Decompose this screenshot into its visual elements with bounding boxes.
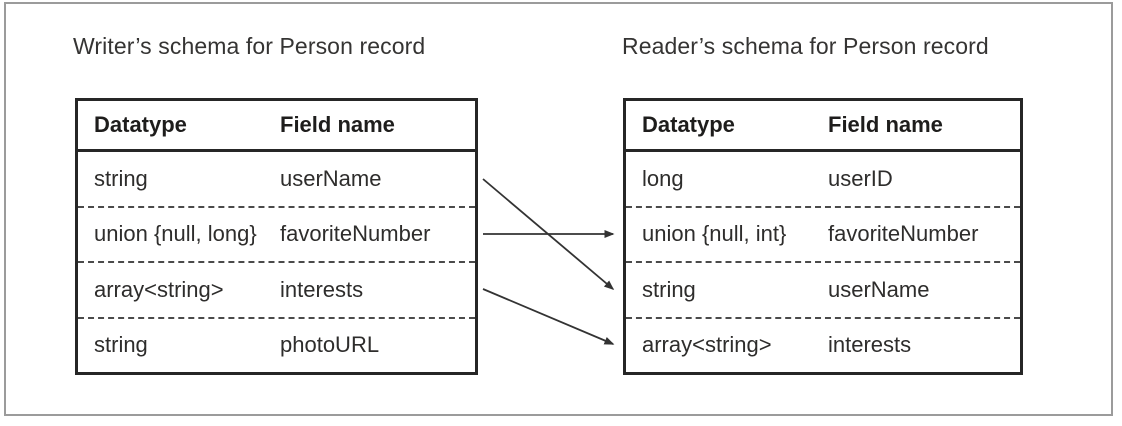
reader-schema-table: Datatype Field name long userID union {n… [623, 98, 1023, 375]
reader-row-favoritenumber: union {null, int} favoriteNumber [626, 208, 1020, 263]
writer-table-header-row: Datatype Field name [78, 101, 475, 152]
writer-schema-table: Datatype Field name string userName unio… [75, 98, 478, 375]
writer-row-interests: array<string> interests [78, 263, 475, 319]
field-name-cell: photoURL [280, 332, 380, 358]
writer-row-favoritenumber: union {null, long} favoriteNumber [78, 208, 475, 263]
writer-row-photourl: string photoURL [78, 319, 475, 373]
datatype-cell: union {null, int} [642, 221, 787, 247]
reader-column-header-field-name: Field name [828, 112, 943, 137]
datatype-cell: array<string> [94, 276, 224, 302]
field-name-cell: userName [280, 165, 382, 191]
writer-column-header-datatype: Datatype [94, 112, 187, 137]
datatype-cell: string [642, 276, 696, 302]
field-name-cell: favoriteNumber [828, 221, 979, 247]
diagram-frame [4, 2, 1113, 416]
reader-row-username: string userName [626, 263, 1020, 319]
writer-schema-title: Writer’s schema for Person record [73, 33, 426, 59]
writer-row-username: string userName [78, 152, 475, 208]
writer-column-header-field-name: Field name [280, 112, 395, 137]
field-name-cell: userID [828, 165, 893, 191]
field-name-cell: favoriteNumber [280, 221, 431, 247]
field-name-cell: interests [828, 332, 912, 358]
datatype-cell: string [94, 165, 148, 191]
reader-row-userid: long userID [626, 152, 1020, 208]
reader-column-header-datatype: Datatype [642, 112, 735, 137]
datatype-cell: long [642, 165, 684, 191]
datatype-cell: union {null, long} [94, 221, 257, 247]
datatype-cell: string [94, 332, 148, 358]
reader-table-header-row: Datatype Field name [626, 101, 1020, 152]
reader-schema-title: Reader’s schema for Person record [622, 33, 989, 59]
datatype-cell: array<string> [642, 332, 772, 358]
reader-row-interests: array<string> interests [626, 319, 1020, 373]
field-name-cell: interests [280, 276, 364, 302]
field-name-cell: userName [828, 276, 930, 302]
